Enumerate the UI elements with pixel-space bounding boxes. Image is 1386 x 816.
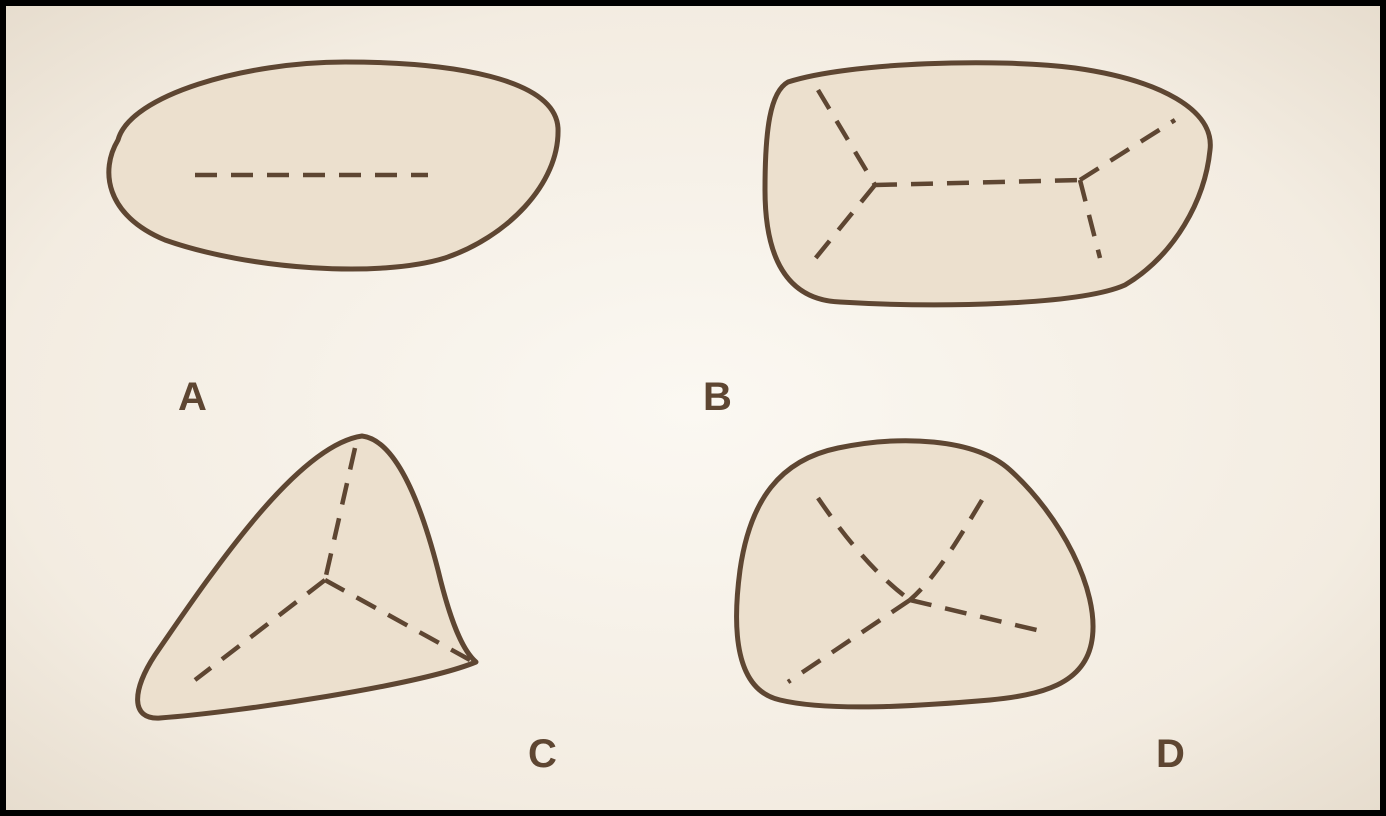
label-a: A (178, 375, 207, 419)
label-c: C (528, 732, 557, 776)
shape-b (765, 63, 1210, 305)
shape-a-outline (109, 62, 558, 269)
label-d: D (1156, 732, 1185, 776)
shape-a (109, 62, 558, 269)
label-b: B (703, 375, 732, 419)
diagram-canvas: A B C D (6, 6, 1380, 810)
